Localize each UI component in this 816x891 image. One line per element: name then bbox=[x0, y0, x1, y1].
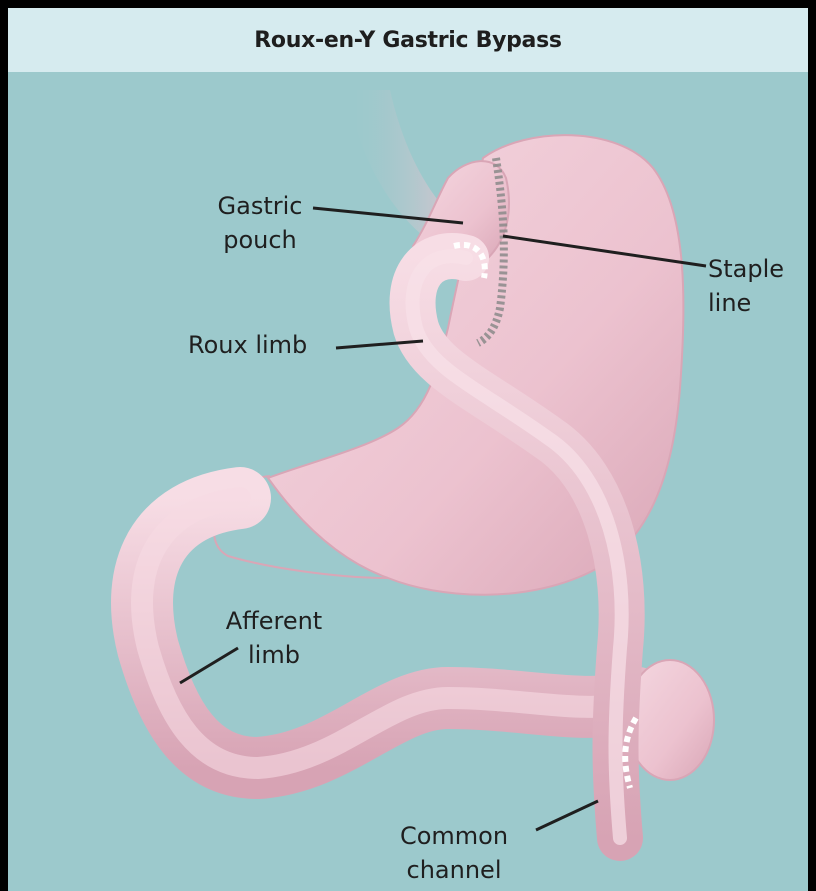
anatomy-illustration bbox=[8, 8, 808, 891]
label-afferent-limb: Afferent limb bbox=[214, 604, 334, 672]
label-staple-line: Staple line bbox=[708, 252, 798, 320]
label-common-channel: Common channel bbox=[388, 819, 520, 887]
leader-common-channel bbox=[536, 801, 598, 830]
label-roux-limb: Roux limb bbox=[188, 328, 338, 362]
label-gastric-pouch: Gastric pouch bbox=[206, 189, 314, 257]
diagram-frame: Roux-en-Y Gastric Bypass bbox=[8, 8, 808, 891]
